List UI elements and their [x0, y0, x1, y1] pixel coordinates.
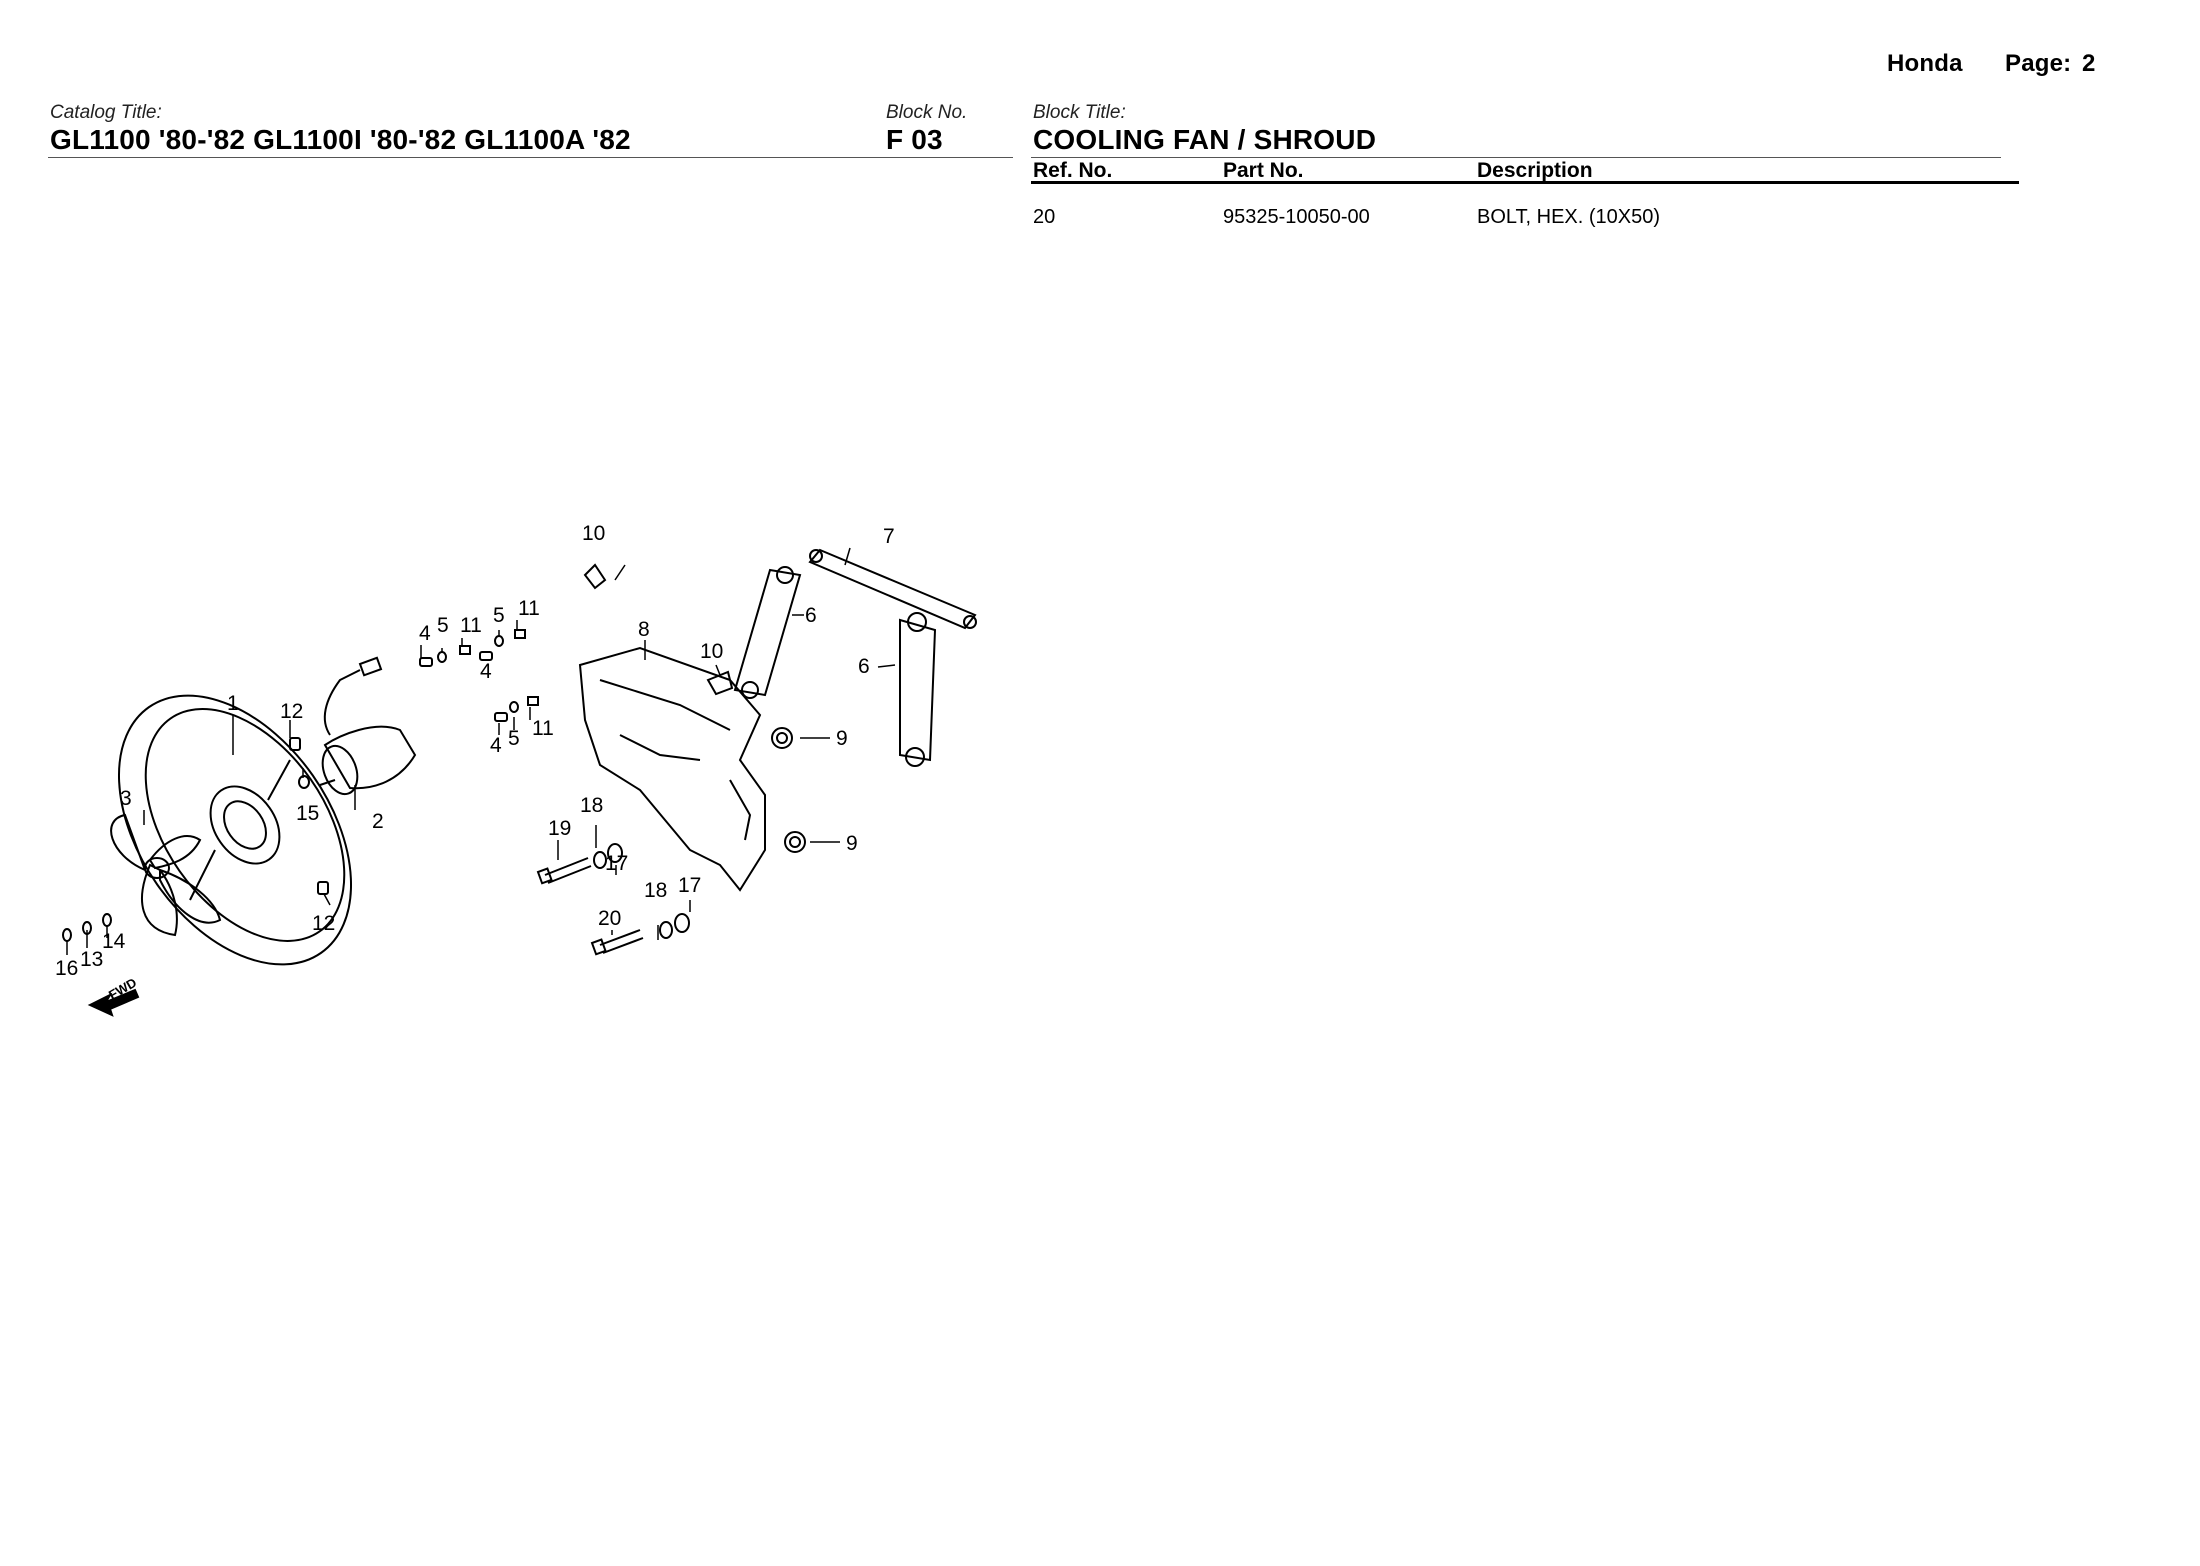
row-part-no: 95325-10050-00 [1223, 206, 1370, 228]
callout-20: 20 [598, 907, 621, 930]
callout-5a: 5 [437, 614, 449, 637]
callout-10a: 10 [582, 522, 605, 545]
callout-12b: 12 [312, 912, 335, 935]
column-header-part-no: Part No. [1223, 159, 1304, 182]
callout-9b: 9 [846, 832, 858, 855]
callout-1: 1 [227, 692, 239, 715]
long-stay-drawing [808, 548, 977, 630]
callout-12a: 12 [280, 700, 303, 723]
fwd-arrow-icon [87, 988, 140, 1017]
callout-6a: 6 [805, 604, 817, 627]
fan-blades-drawing [110, 813, 222, 937]
fan-shroud-drawing [117, 694, 353, 966]
exploded-parts-diagram: 1 2 3 4 4 4 5 5 5 6 6 7 8 9 9 10 10 11 1… [40, 520, 1000, 1040]
callout-10b: 10 [700, 640, 723, 663]
callout-15: 15 [296, 802, 319, 825]
callout-17a: 17 [605, 852, 628, 875]
column-header-ref-no: Ref. No. [1033, 159, 1113, 182]
small-fasteners-drawing [62, 629, 539, 942]
callout-4c: 4 [490, 734, 502, 757]
callout-11c: 11 [532, 717, 554, 740]
callout-16: 16 [55, 957, 78, 980]
callout-5b: 5 [493, 604, 505, 627]
catalog-title-rule [48, 157, 1013, 158]
callout-5c: 5 [508, 727, 520, 750]
block-no-label: Block No. [886, 102, 968, 123]
table-header-rule [1031, 181, 2019, 184]
column-header-description: Description [1477, 159, 1593, 182]
callout-18b: 18 [644, 879, 667, 902]
fan-motor-drawing [319, 656, 417, 796]
callout-14: 14 [102, 930, 126, 953]
stays-drawing [733, 566, 937, 767]
callout-4a: 4 [419, 622, 431, 645]
callout-6b: 6 [858, 655, 870, 678]
page-label: Page: [2005, 50, 2072, 77]
block-title-rule [1031, 157, 2001, 158]
callout-7: 7 [883, 525, 895, 548]
bolts-drawing [536, 843, 690, 956]
callout-4b: 4 [480, 660, 492, 683]
callout-13: 13 [80, 948, 103, 971]
row-ref-no: 20 [1033, 206, 1056, 228]
page-number: 2 [2082, 50, 2096, 77]
callout-18a: 18 [580, 794, 603, 817]
catalog-title-label: Catalog Title: [50, 102, 162, 123]
brand-name: Honda [1887, 50, 1963, 77]
bracket-drawing [578, 646, 766, 892]
row-description: BOLT, HEX. (10X50) [1477, 206, 1661, 228]
callout-8: 8 [638, 618, 650, 641]
catalog-title: GL1100 '80-'82 GL1100I '80-'82 GL1100A '… [50, 124, 631, 155]
callout-9a: 9 [836, 727, 848, 750]
block-no-value: F 03 [886, 124, 943, 155]
callout-19: 19 [548, 817, 571, 840]
block-title: COOLING FAN / SHROUD [1033, 124, 1377, 155]
callout-11b: 11 [518, 597, 540, 620]
callout-17b: 17 [678, 874, 701, 897]
block-title-label: Block Title: [1033, 102, 1126, 123]
callout-11a: 11 [460, 614, 482, 637]
callout-3: 3 [120, 787, 132, 810]
callout-2: 2 [372, 810, 384, 833]
